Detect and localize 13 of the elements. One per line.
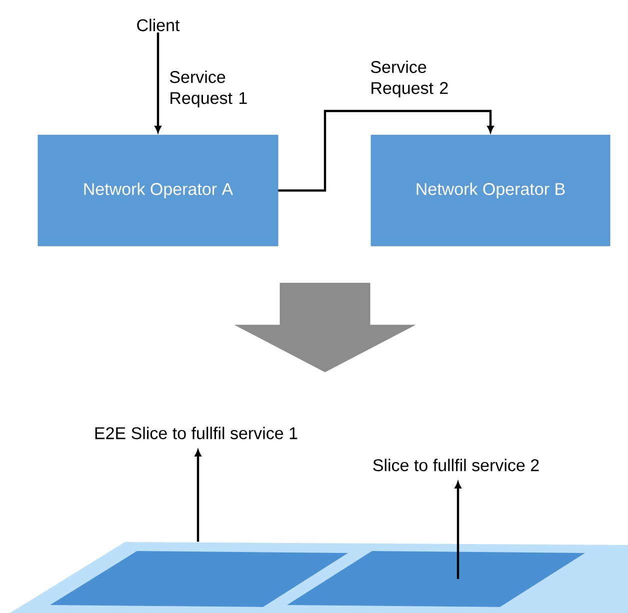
arrow — [278, 110, 494, 192]
process-box: Network Operator B — [370, 134, 610, 246]
slice-plane — [50, 551, 348, 607]
slice-plane — [287, 551, 585, 607]
process-box: Network Operator A — [38, 134, 278, 246]
arrow — [454, 482, 462, 579]
edge-label: Service Request 1 — [170, 70, 247, 108]
text-label: Slice to fullfil service 2 — [373, 458, 539, 472]
arrow — [154, 32, 162, 133]
edge-label: Service Request 2 — [370, 60, 448, 98]
text-label: E2E Slice to fullfil service 1 — [95, 426, 298, 440]
arrow — [194, 450, 202, 542]
text-label: Client — [137, 18, 180, 32]
